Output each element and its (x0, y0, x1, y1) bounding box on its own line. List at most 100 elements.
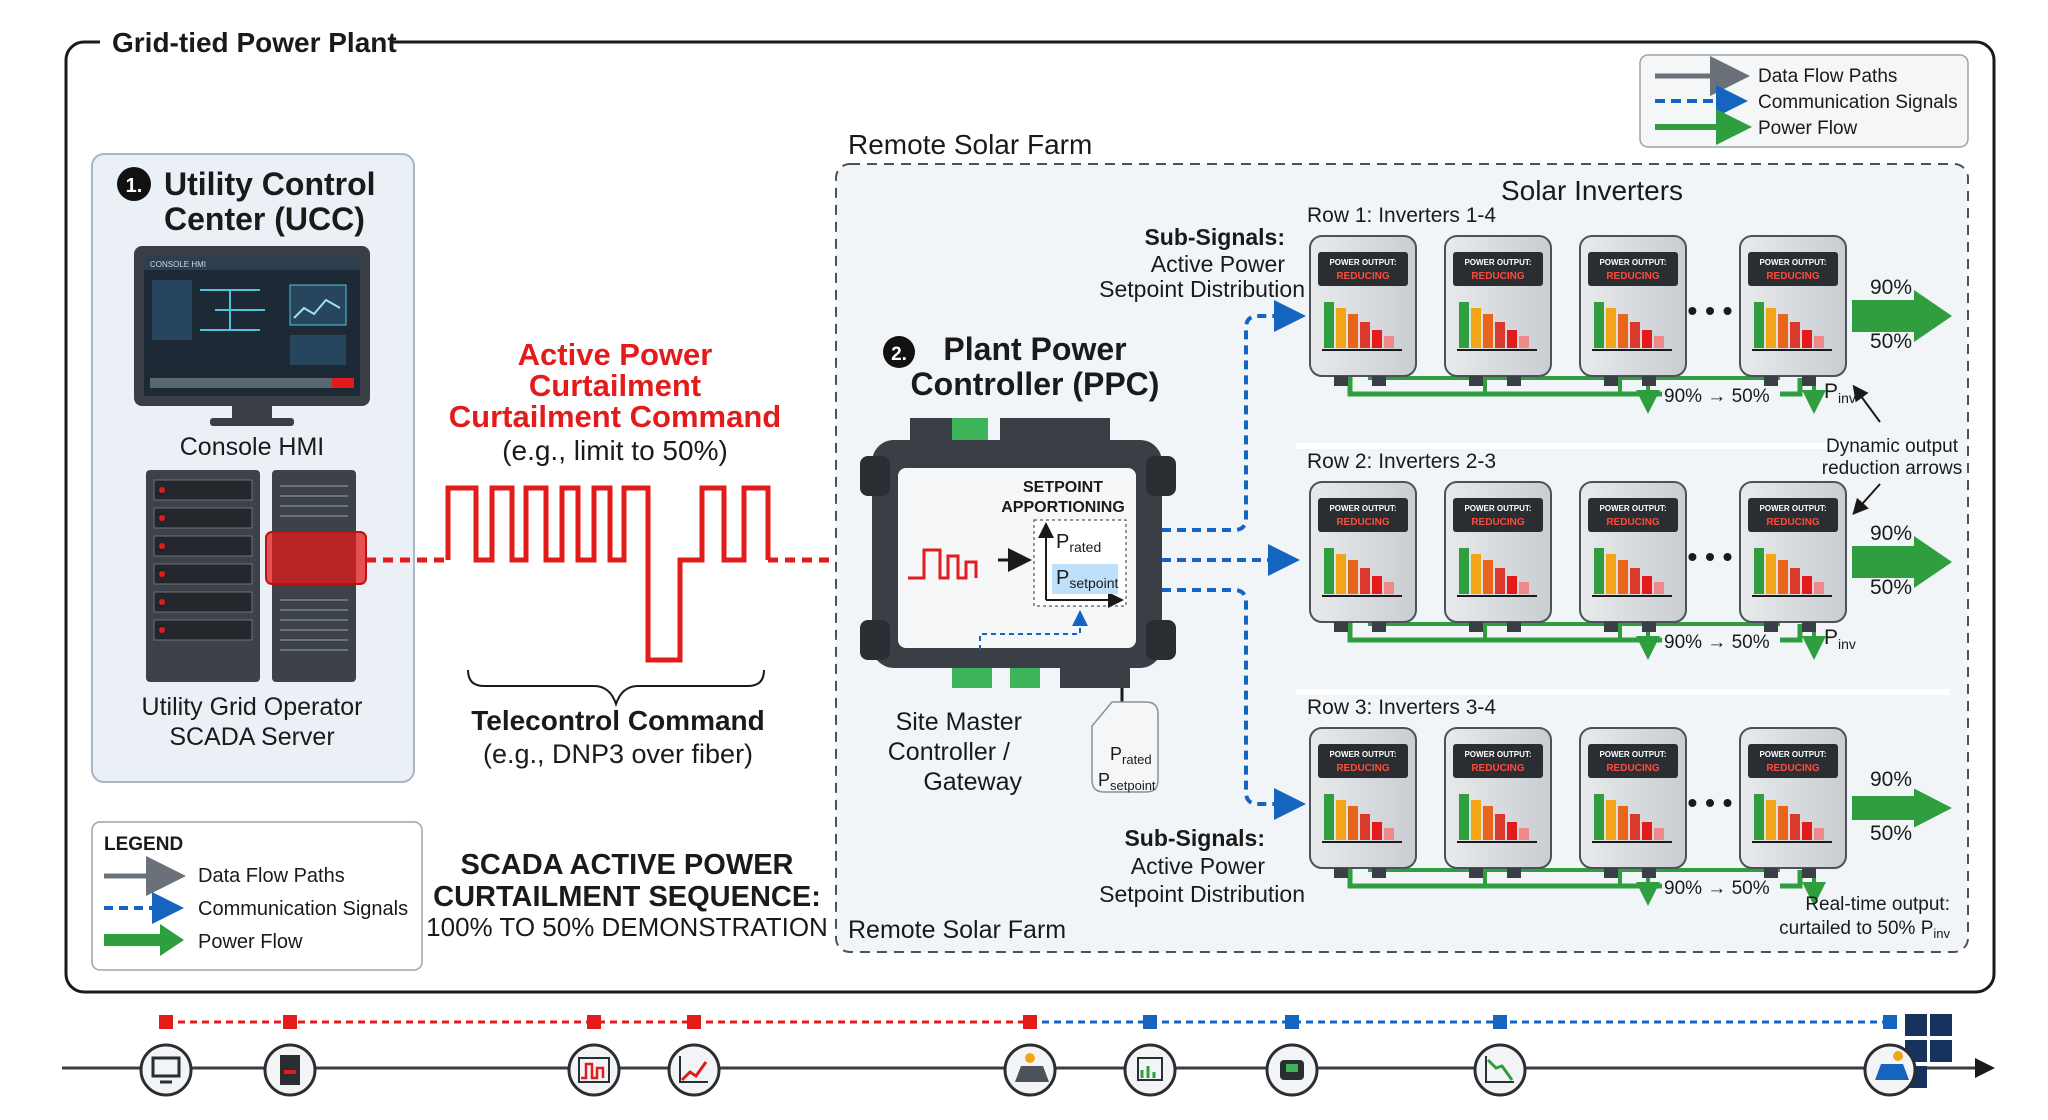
inverter-unit: POWER OUTPUT: REDUCING (1739, 235, 1847, 386)
timeline-marker (1285, 1015, 1299, 1029)
gateway-label-3: Gateway (923, 768, 1022, 796)
ellipsis: • • • (1688, 541, 1733, 572)
panel-status: REDUCING (1606, 517, 1660, 528)
output-bar (1507, 576, 1517, 594)
inverter-unit: POWER OUTPUT:REDUCING (1309, 727, 1417, 878)
svg-text:Prated: Prated (1110, 744, 1152, 767)
output-bar (1790, 322, 1800, 348)
realtime-note-1: Real-time output: (1805, 894, 1950, 915)
output-bar (1360, 568, 1370, 594)
pinv-label: Pinv (1824, 626, 1856, 652)
svg-text:Psetpoint: Psetpoint (1098, 770, 1156, 793)
solar-farm-icon (1003, 1043, 1057, 1097)
gateway-label-1: Site Master (896, 708, 1022, 736)
farm-label-top: Remote Solar Farm (848, 129, 1092, 160)
panel-status: REDUCING (1766, 271, 1820, 282)
realtime-note: Real-time output: curtailed to 50% Pinv (1779, 894, 1950, 941)
telecontrol-sub: (e.g., DNP3 over fiber) (483, 739, 753, 769)
ppc-title-1: Plant Power (943, 331, 1126, 367)
inverter-unit: POWER OUTPUT: REDUCING (1579, 481, 1687, 632)
legend-bottom-power: Power Flow (198, 931, 303, 953)
bubble-p-rated-sub: rated (1122, 752, 1152, 767)
plant-frame: Grid-tied Power Plant (64, 22, 1996, 994)
output-bar (1766, 308, 1776, 348)
legend-top-data-flow: Data Flow Paths (1758, 66, 1897, 87)
row-label: Row 3: Inverters 3-4 (1307, 696, 1496, 719)
svg-text:curtailed to 50% Pinv: curtailed to 50% Pinv (1779, 918, 1950, 941)
legend-power-icon (104, 924, 184, 956)
panel-status: REDUCING (1336, 271, 1390, 282)
command-label-2: Curtailment (529, 368, 701, 403)
output-bar (1324, 548, 1334, 594)
output-bar (1642, 576, 1652, 594)
ucc-title-1: Utility Control (164, 166, 376, 202)
panel-text: POWER OUTPUT: (1599, 504, 1666, 513)
output-bar (1814, 336, 1824, 348)
output-bar (1336, 554, 1346, 594)
output-bar (1483, 806, 1493, 840)
output-bar (1754, 548, 1764, 594)
output-bar (1802, 822, 1812, 840)
output-bar (1654, 582, 1664, 594)
legend-top: Data Flow Paths Communication Signals Po… (1639, 54, 1969, 148)
output-bar (1618, 806, 1628, 840)
output-bar (1471, 308, 1481, 348)
inverter-unit: POWER OUTPUT:REDUCING (1444, 235, 1552, 386)
timeline-marker (687, 1015, 701, 1029)
flow-label: 90% → 50% (1664, 386, 1770, 407)
output-bar (1606, 554, 1616, 594)
panel-status: REDUCING (1766, 517, 1820, 528)
output-arrow (1852, 788, 1952, 828)
power-bus (1347, 376, 1803, 397)
farm-label-bottom: Remote Solar Farm (848, 916, 1066, 944)
gateway-label-2: Controller / (888, 738, 1010, 766)
console-monitor: CONSOLE HMI (134, 246, 370, 426)
timeline-marker (283, 1015, 297, 1029)
controller-icon (1265, 1043, 1319, 1097)
sub-bottom-1: Sub-Signals: (1124, 825, 1265, 851)
power-bus-inner (1368, 622, 1780, 626)
output-bar (1594, 548, 1604, 594)
panel-status: REDUCING (1606, 763, 1660, 774)
ucc-panel: 1. Utility Control Center (UCC) CONSOLE … (91, 153, 415, 783)
output-bar (1336, 308, 1346, 348)
legend-top-comm: Communication Signals (1758, 92, 1958, 113)
timeline-marker (587, 1015, 601, 1029)
command-signal: Active Power Curtailment Curtailment Com… (366, 337, 878, 769)
output-bar (1471, 800, 1481, 840)
inverters-title: Solar Inverters (1501, 175, 1683, 206)
timeline-marker (1023, 1015, 1037, 1029)
console-screen-text: CONSOLE HMI (150, 260, 206, 269)
svg-text:Prated: Prated (1056, 531, 1101, 555)
p-rated: P (1056, 531, 1069, 553)
output-bar (1360, 814, 1370, 840)
timeline-marker (159, 1015, 173, 1029)
timeline (62, 1014, 1995, 1097)
output-bar (1360, 322, 1370, 348)
output-bar (1459, 302, 1469, 348)
output-bar (1519, 336, 1529, 348)
panel-status: REDUCING (1336, 517, 1390, 528)
dynamic-note: Dynamic output reduction arrows (1822, 384, 1962, 515)
sub-top-2: Active Power (1151, 251, 1286, 277)
output-hi: 90% (1870, 522, 1912, 545)
panel-text: POWER OUTPUT: (1759, 258, 1826, 267)
output-bar (1519, 828, 1529, 840)
console-label: Console HMI (180, 433, 325, 461)
chart-icon (1123, 1043, 1177, 1097)
output-bar (1778, 314, 1788, 348)
panel-text: POWER OUTPUT: (1329, 504, 1396, 513)
sub-bottom-2: Active Power (1131, 853, 1266, 879)
sequence-title: SCADA ACTIVE POWER CURTAILMENT SEQUENCE:… (426, 849, 828, 942)
power-bus-inner (1368, 376, 1780, 380)
output-bar (1483, 314, 1493, 348)
legend-top-power: Power Flow (1758, 118, 1858, 139)
command-example: (e.g., limit to 50%) (502, 435, 728, 466)
ppc-title-2: Controller (PPC) (911, 366, 1160, 402)
ppc-block: 2. Plant Power Controller (PPC) SETPOINT… (860, 331, 1176, 796)
ellipsis: • • • (1688, 787, 1733, 818)
panel-text: POWER OUTPUT: (1329, 258, 1396, 267)
